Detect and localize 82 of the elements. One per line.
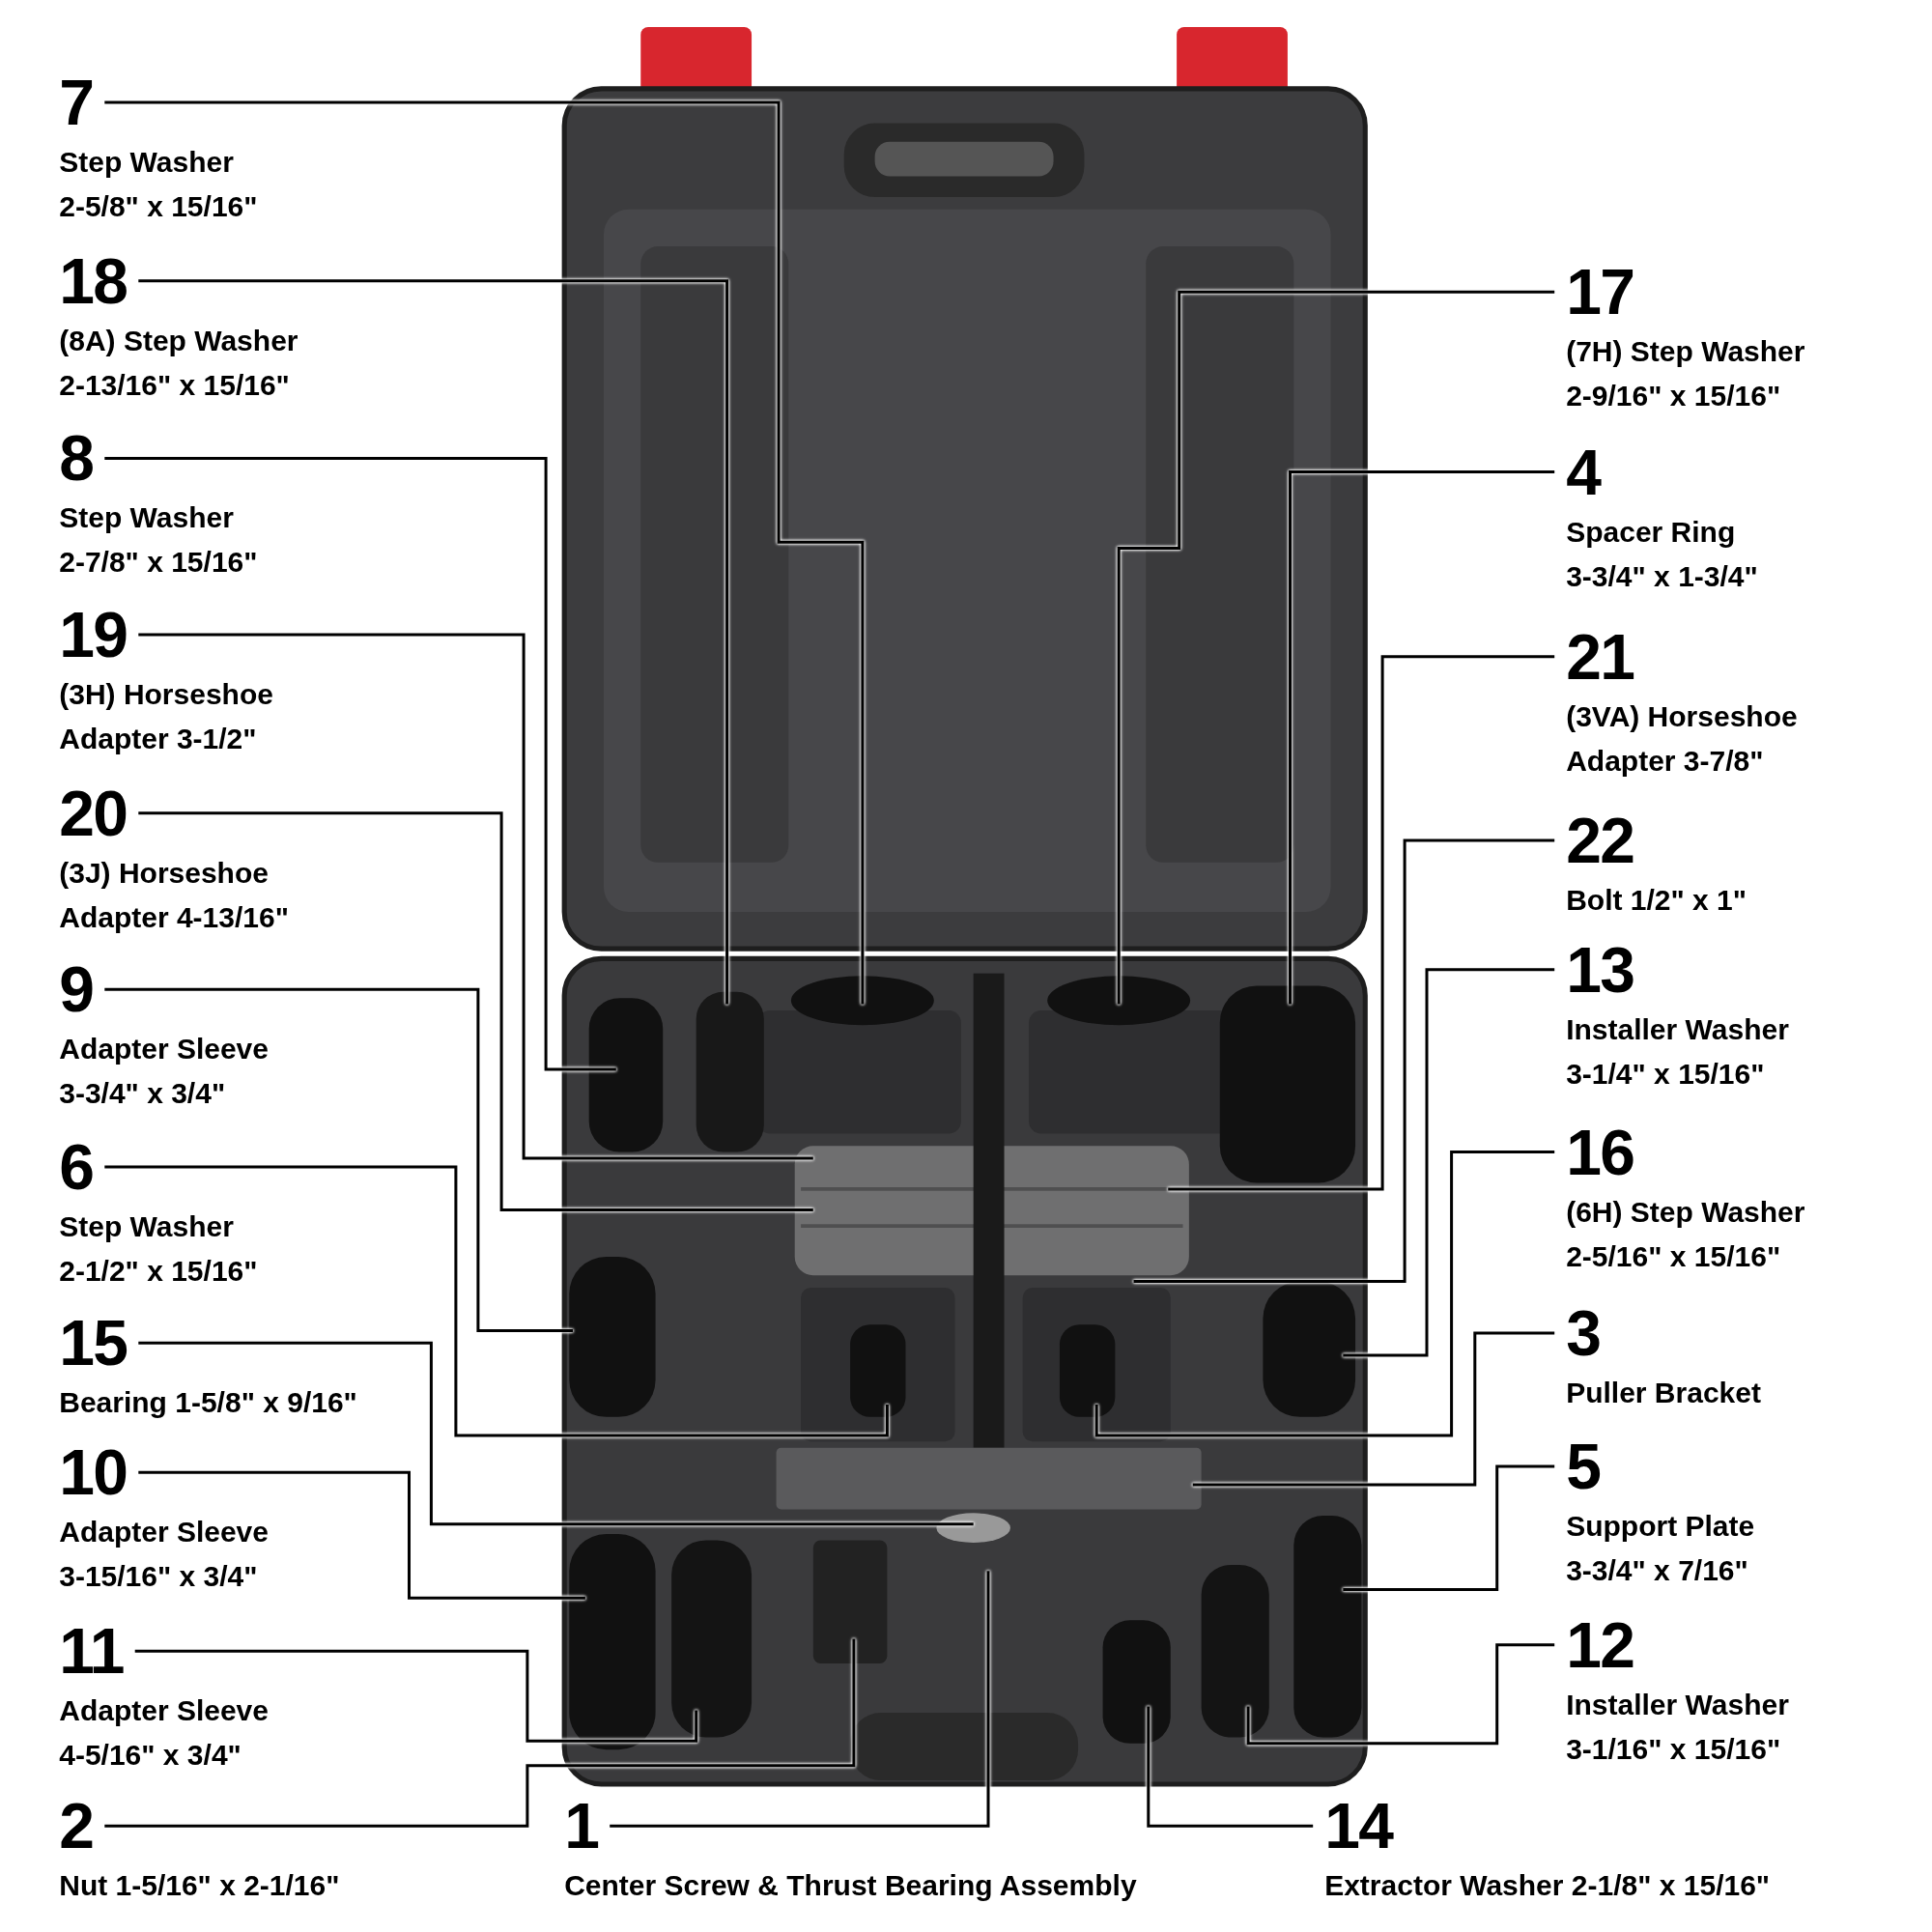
leader-line [1133,838,1555,1283]
callout-number: 10 [59,1441,128,1504]
callout-number: 16 [1566,1121,1634,1183]
callout-number: 14 [1324,1795,1393,1858]
callout-number: 17 [1566,261,1634,324]
leader-line [104,1638,856,1828]
callout-number: 22 [1566,809,1634,871]
leader-line [1343,1464,1555,1591]
part-label: Extractor Washer 2-1/8" x 15/16" [1324,1868,1771,1904]
part-label: 2-5/8" x 15/16" [59,188,258,224]
part-label: Puller Bracket [1566,1376,1761,1411]
part-label: 3-15/16" x 3/4" [59,1559,258,1595]
leader-line [1246,1643,1555,1746]
part-label: Support Plate [1566,1508,1755,1544]
callout-number: 11 [59,1620,124,1683]
part-label: Step Washer [59,500,234,536]
leader-line [104,100,865,1005]
callout-number: 2 [59,1795,94,1858]
leader-line [138,633,813,1160]
part-label: (3J) Horseshoe [59,855,269,891]
part-label: 3-3/4" x 7/16" [1566,1552,1748,1588]
part-label: Spacer Ring [1566,514,1736,550]
part-label: Adapter 4-13/16" [59,899,289,935]
callout-number: 1 [564,1795,599,1858]
leader-line [138,1341,974,1526]
callout-number: 5 [1566,1435,1601,1497]
part-label: Adapter 3-7/8" [1566,743,1764,779]
part-label: 3-1/16" x 15/16" [1566,1731,1781,1767]
part-label: Adapter 3-1/2" [59,721,257,756]
leader-line [104,987,574,1333]
part-label: (7H) Step Washer [1566,334,1805,370]
leader-line [104,457,616,1071]
callout-number: 15 [59,1312,128,1375]
part-label: 2-9/16" x 15/16" [1566,379,1781,414]
leader-line [138,1470,585,1600]
leader-line [1147,1706,1314,1828]
leader-line [1168,655,1555,1191]
leader-line [134,1649,698,1743]
leader-line [1343,968,1555,1357]
part-label: (6H) Step Washer [1566,1194,1805,1230]
callout-number: 18 [59,249,128,312]
callout-number: 12 [1566,1613,1634,1676]
part-label: Installer Washer [1566,1687,1789,1722]
callout-number: 4 [1566,440,1601,503]
part-label: Step Washer [59,144,234,180]
callout-number: 9 [59,958,94,1021]
part-label: (8A) Step Washer [59,323,298,358]
leader-line [1094,1151,1555,1437]
part-label: Adapter Sleeve [59,1693,269,1729]
part-label: 3-3/4" x 1-3/4" [1566,558,1758,594]
part-label: (3VA) Horseshoe [1566,698,1798,734]
part-label: Adapter Sleeve [59,1515,269,1550]
part-label: 2-5/16" x 15/16" [1566,1238,1781,1274]
part-label: Bearing 1-5/8" x 9/16" [59,1385,357,1421]
part-label: 2-13/16" x 15/16" [59,367,290,403]
callout-number: 8 [59,427,94,490]
callout-number: 6 [59,1135,94,1198]
part-label: Step Washer [59,1208,234,1244]
callout-number: 19 [59,603,128,666]
part-label: Installer Washer [1566,1011,1789,1047]
leader-line [1117,290,1555,1005]
callout-number: 13 [1566,938,1634,1001]
leader-line [138,811,813,1212]
callout-number: 21 [1566,625,1634,688]
callout-number: 3 [1566,1302,1601,1365]
leader-line [1192,1331,1555,1487]
part-label: Nut 1-5/16" x 2-1/16" [59,1868,340,1904]
leader-line [610,1571,990,1828]
part-label: 4-5/16" x 3/4" [59,1738,242,1774]
callout-number: 20 [59,781,128,844]
part-label: Bolt 1/2" x 1" [1566,882,1747,918]
leader-line [104,1165,889,1437]
leader-line [138,279,729,1005]
part-label: 2-7/8" x 15/16" [59,545,258,581]
callout-number: 7 [59,71,94,133]
part-label: Adapter Sleeve [59,1032,269,1067]
part-label: 2-1/2" x 15/16" [59,1253,258,1289]
part-label: (3H) Horseshoe [59,676,273,712]
leader-line [1289,470,1555,1005]
part-label: Center Screw & Thrust Bearing Assembly [564,1868,1137,1904]
part-label: 3-3/4" x 3/4" [59,1076,226,1112]
part-label: 3-1/4" x 15/16" [1566,1056,1765,1092]
